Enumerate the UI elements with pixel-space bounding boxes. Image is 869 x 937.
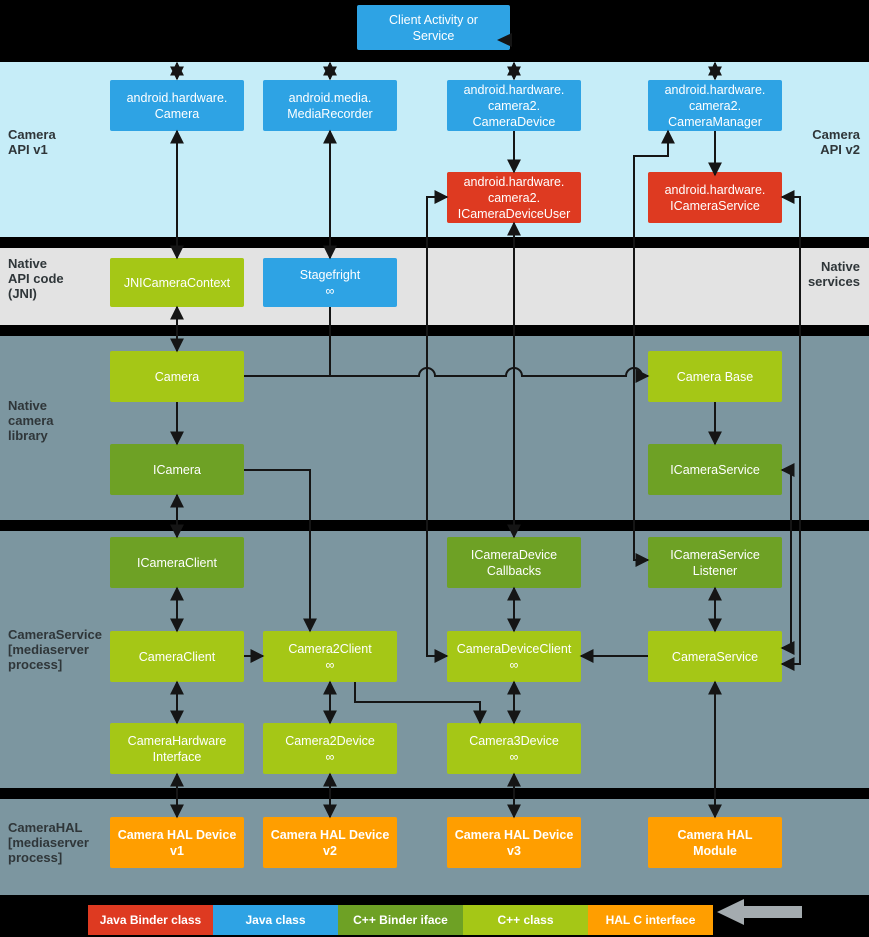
legend-cpp-class: C++ class — [463, 905, 588, 935]
node-cameraclient: CameraClient — [110, 631, 244, 682]
node-icameradevice-callbacks: ICameraDevice Callbacks — [447, 537, 581, 588]
node-android-media-mediarecorder: android.media. MediaRecorder — [263, 80, 397, 131]
label-camerahal-process: CameraHAL [mediaserver process] — [8, 820, 89, 865]
node-client-activity-or-service: Client Activity or Service — [357, 5, 510, 50]
label-camera-api-v2: Camera API v2 — [812, 127, 860, 157]
node-camera2-cameramanager: android.hardware. camera2. CameraManager — [648, 80, 782, 131]
node-camera-native: Camera — [110, 351, 244, 402]
legend-cpp-binder-iface: C++ Binder iface — [338, 905, 463, 935]
label-cameraservice-process: CameraService [mediaserver process] — [8, 627, 102, 672]
node-cameradeviceclient: CameraDeviceClient ∞ — [447, 631, 581, 682]
node-jnicameracontext: JNICameraContext — [110, 258, 244, 307]
gray-left-arrow — [717, 899, 802, 925]
label-camera-api-v1: Camera API v1 — [8, 127, 56, 157]
node-camera-hal-module: Camera HAL Module — [648, 817, 782, 868]
node-android-hardware-camera: android.hardware. Camera — [110, 80, 244, 131]
node-camera-base: Camera Base — [648, 351, 782, 402]
node-camera-hal-device-v1: Camera HAL Device v1 — [110, 817, 244, 868]
legend-java-binder-class: Java Binder class — [88, 905, 213, 935]
node-camera2-cameradevice: android.hardware. camera2. CameraDevice — [447, 80, 581, 131]
node-icameraservice-native: ICameraService — [648, 444, 782, 495]
node-icameradeviceuser: android.hardware. camera2. ICameraDevice… — [447, 172, 581, 223]
node-icamera: ICamera — [110, 444, 244, 495]
node-icameraclient: ICameraClient — [110, 537, 244, 588]
legend-java-class: Java class — [213, 905, 338, 935]
label-native-api-code-jni: Native API code (JNI) — [8, 256, 64, 301]
node-camera-hal-device-v2: Camera HAL Device v2 — [263, 817, 397, 868]
node-stagefright: Stagefright ∞ — [263, 258, 397, 307]
node-camerahardwareinterface: CameraHardware Interface — [110, 723, 244, 774]
node-camera-hal-device-v3: Camera HAL Device v3 — [447, 817, 581, 868]
node-camera2client: Camera2Client ∞ — [263, 631, 397, 682]
label-native-camera-library: Native camera library — [8, 398, 54, 443]
node-camera2device: Camera2Device ∞ — [263, 723, 397, 774]
node-camera3device: Camera3Device ∞ — [447, 723, 581, 774]
node-icameraservice-listener: ICameraService Listener — [648, 537, 782, 588]
label-native-services: Native services — [807, 259, 860, 289]
node-icameraservice-java: android.hardware. ICameraService — [648, 172, 782, 223]
legend-hal-c-interface: HAL C interface — [588, 905, 713, 935]
node-cameraservice: CameraService — [648, 631, 782, 682]
